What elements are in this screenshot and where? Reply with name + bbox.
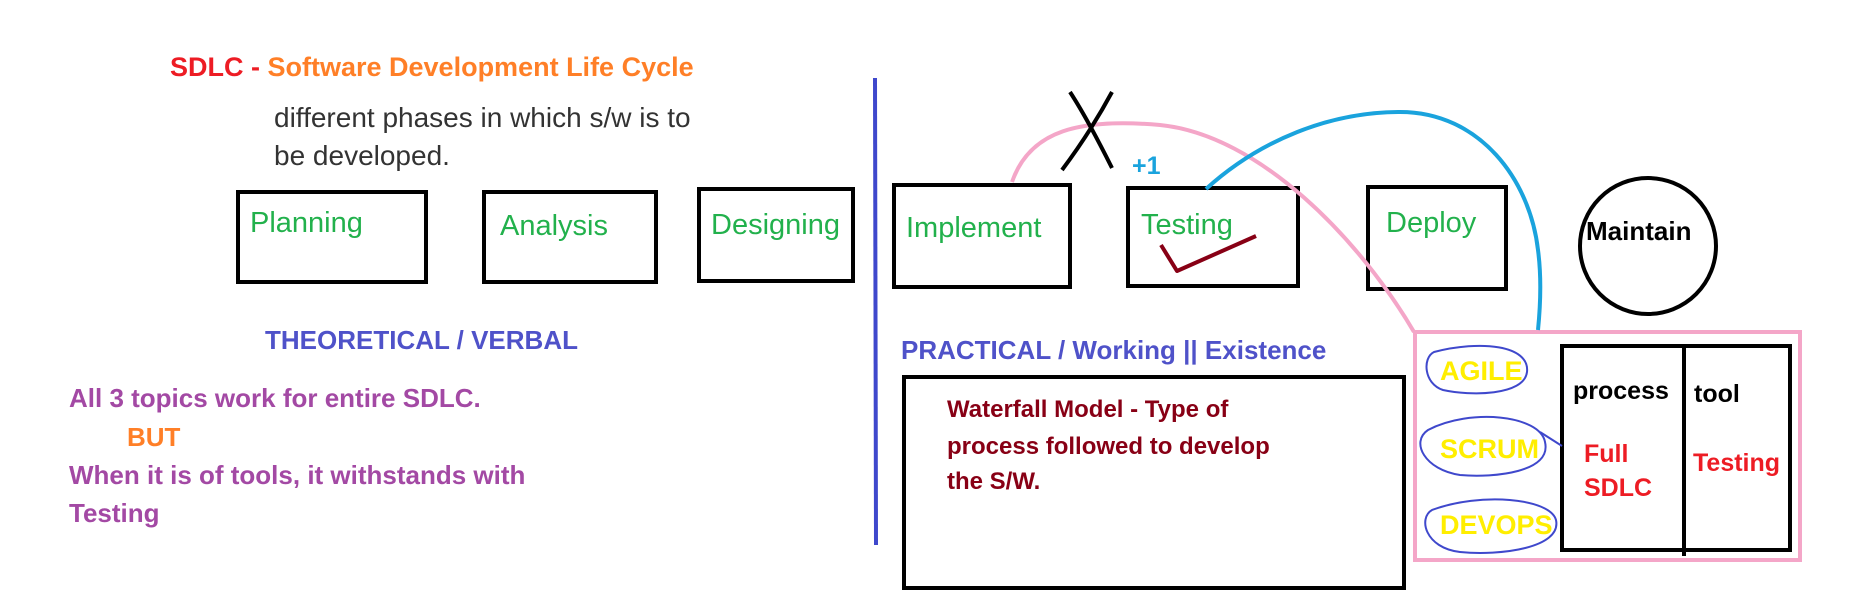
phase-label-planning: Planning — [250, 207, 363, 239]
waterfall-line-1: Waterfall Model - Type of — [947, 396, 1229, 423]
methodology-agile: AGILE — [1440, 356, 1523, 386]
left-note-line-1: All 3 topics work for entire SDLC. — [69, 383, 481, 413]
tool-value: Testing — [1693, 449, 1781, 477]
description-line-2: be developed. — [274, 140, 450, 171]
phase-box-testing — [1126, 186, 1300, 288]
phase-label-testing: Testing — [1141, 209, 1233, 241]
title-full: Software Development Life Cycle — [267, 52, 694, 82]
section-divider — [873, 77, 878, 546]
methodology-ovals — [1419, 344, 1558, 554]
process-tool-divider — [1682, 344, 1686, 556]
left-note-but: BUT — [127, 422, 181, 452]
practical-heading: PRACTICAL / Working || Existence — [901, 335, 1327, 365]
phase-box-planning — [236, 190, 428, 284]
page-title: SDLC - Software Development Life Cycle — [170, 52, 694, 83]
phase-box-analysis — [482, 190, 658, 284]
methodology-scrum: SCRUM — [1440, 434, 1539, 464]
methodology-panel — [1413, 330, 1802, 562]
checkmark-icon — [1159, 234, 1257, 273]
cross-mark-icon — [1060, 90, 1114, 172]
left-note-line-3: Testing — [69, 498, 160, 528]
waterfall-box — [902, 375, 1406, 590]
plus-one-annotation: +1 — [1132, 152, 1161, 180]
phase-label-deploy: Deploy — [1386, 207, 1477, 239]
waterfall-line-2: process followed to develop — [947, 433, 1270, 460]
title-abbr: SDLC — [170, 52, 244, 82]
title-dash: - — [243, 52, 268, 82]
phase-box-implement — [892, 183, 1072, 289]
process-value-line-1: Full — [1584, 440, 1629, 468]
phase-box-deploy — [1366, 185, 1508, 291]
waterfall-line-3: the S/W. — [947, 468, 1041, 495]
phase-label-implement: Implement — [906, 212, 1042, 244]
process-tool-table — [1560, 344, 1792, 552]
pink-arc — [1010, 121, 1416, 334]
phase-box-designing — [697, 187, 855, 283]
tool-header: tool — [1694, 380, 1740, 408]
description-line-1: different phases in which s/w is to — [274, 102, 691, 133]
phase-label-designing: Designing — [711, 209, 840, 241]
phase-label-analysis: Analysis — [500, 210, 608, 242]
process-header: process — [1573, 377, 1669, 405]
theoretical-heading: THEORETICAL / VERBAL — [265, 325, 578, 355]
phase-circle-maintain — [1578, 176, 1718, 316]
process-value-line-2: SDLC — [1584, 474, 1653, 502]
left-note-line-2: When it is of tools, it withstands with — [69, 460, 526, 490]
methodology-devops: DEVOPS — [1440, 510, 1553, 540]
phase-label-maintain: Maintain — [1586, 216, 1692, 246]
sky-arc — [1204, 109, 1543, 331]
scrum-connector — [1539, 431, 1563, 447]
